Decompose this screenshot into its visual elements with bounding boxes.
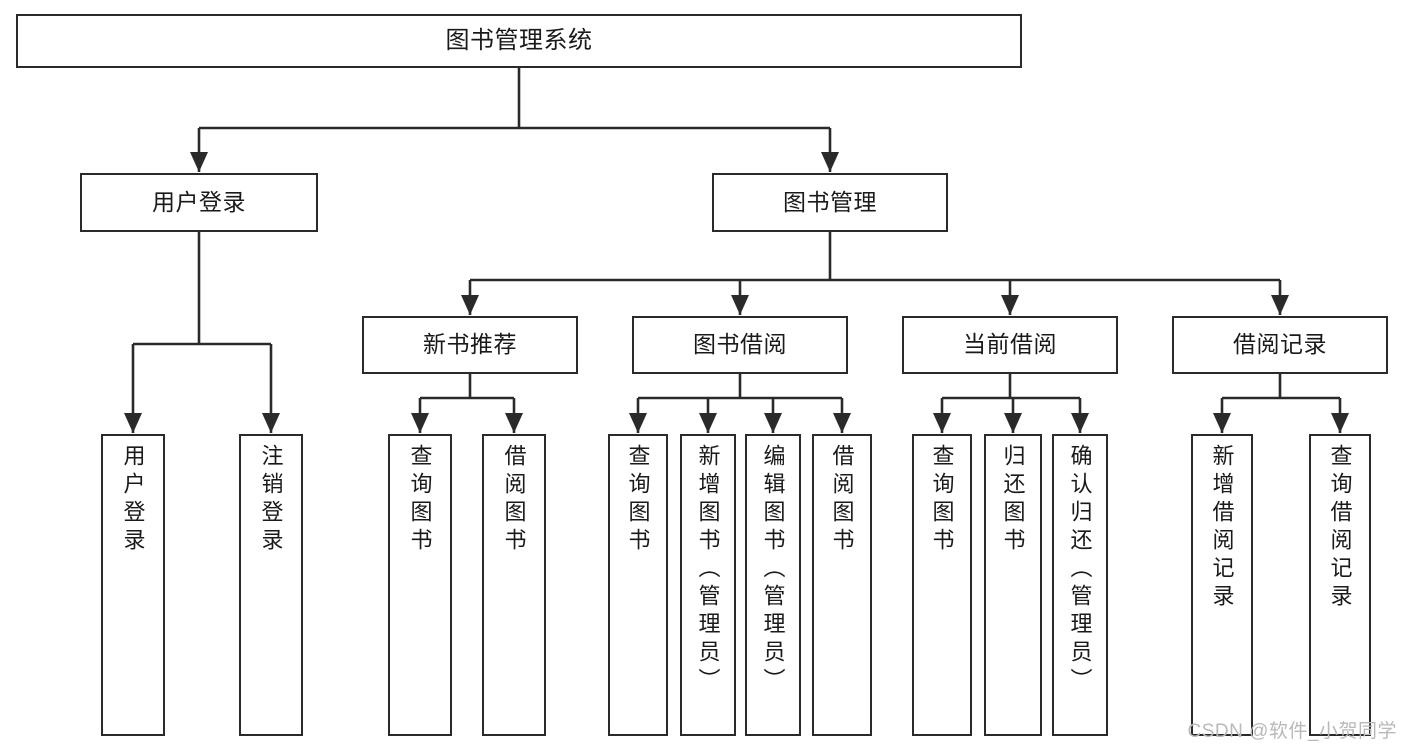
- node-leaf-query-book-2[interactable]: 查询图书: [608, 434, 668, 736]
- node-new-book-recommend[interactable]: 新书推荐: [362, 316, 578, 374]
- node-leaf-logout-label: 注销登录: [258, 444, 284, 556]
- node-leaf-borrow-book-2-label: 借阅图书: [829, 444, 855, 556]
- node-leaf-query-book-2-label: 查询图书: [625, 444, 651, 556]
- node-leaf-borrow-book-1-label: 借阅图书: [501, 444, 527, 556]
- node-leaf-add-book-label: 新增图书（管理员）: [695, 444, 721, 696]
- node-root[interactable]: 图书管理系统: [16, 14, 1022, 68]
- node-book-manage-label: 图书管理: [783, 188, 877, 215]
- node-new-book-recommend-label: 新书推荐: [423, 331, 517, 358]
- node-leaf-return-book[interactable]: 归还图书: [984, 434, 1042, 736]
- node-leaf-add-record-label: 新增借阅记录: [1209, 444, 1235, 612]
- node-leaf-query-record[interactable]: 查询借阅记录: [1309, 434, 1371, 736]
- node-current-borrow[interactable]: 当前借阅: [902, 316, 1118, 374]
- node-leaf-query-book-1[interactable]: 查询图书: [388, 434, 452, 736]
- node-book-borrow-label: 图书借阅: [693, 331, 787, 358]
- node-leaf-query-book-3[interactable]: 查询图书: [912, 434, 972, 736]
- node-leaf-add-record[interactable]: 新增借阅记录: [1191, 434, 1253, 736]
- node-leaf-add-book[interactable]: 新增图书（管理员）: [680, 434, 736, 736]
- node-leaf-borrow-book-2[interactable]: 借阅图书: [812, 434, 872, 736]
- node-leaf-edit-book-label: 编辑图书（管理员）: [760, 444, 786, 696]
- node-leaf-confirm-return-label: 确认归还（管理员）: [1067, 444, 1093, 696]
- node-book-borrow[interactable]: 图书借阅: [632, 316, 848, 374]
- node-leaf-user-login[interactable]: 用户登录: [101, 434, 165, 736]
- node-leaf-edit-book[interactable]: 编辑图书（管理员）: [745, 434, 801, 736]
- node-user-login-label: 用户登录: [152, 188, 246, 215]
- node-leaf-query-record-label: 查询借阅记录: [1327, 444, 1353, 612]
- node-leaf-confirm-return[interactable]: 确认归还（管理员）: [1052, 434, 1108, 736]
- node-root-label: 图书管理系统: [445, 26, 593, 54]
- node-leaf-query-book-1-label: 查询图书: [407, 444, 433, 556]
- node-leaf-query-book-3-label: 查询图书: [929, 444, 955, 556]
- node-borrow-record-label: 借阅记录: [1233, 331, 1327, 358]
- node-leaf-borrow-book-1[interactable]: 借阅图书: [482, 434, 546, 736]
- watermark-text: CSDN @软件_小贺同学: [1187, 721, 1397, 742]
- node-current-borrow-label: 当前借阅: [963, 331, 1057, 358]
- node-leaf-user-login-label: 用户登录: [120, 444, 146, 556]
- node-book-manage[interactable]: 图书管理: [712, 173, 948, 232]
- node-user-login[interactable]: 用户登录: [80, 173, 318, 232]
- node-leaf-logout[interactable]: 注销登录: [239, 434, 303, 736]
- node-borrow-record[interactable]: 借阅记录: [1172, 316, 1388, 374]
- node-leaf-return-book-label: 归还图书: [1000, 444, 1026, 556]
